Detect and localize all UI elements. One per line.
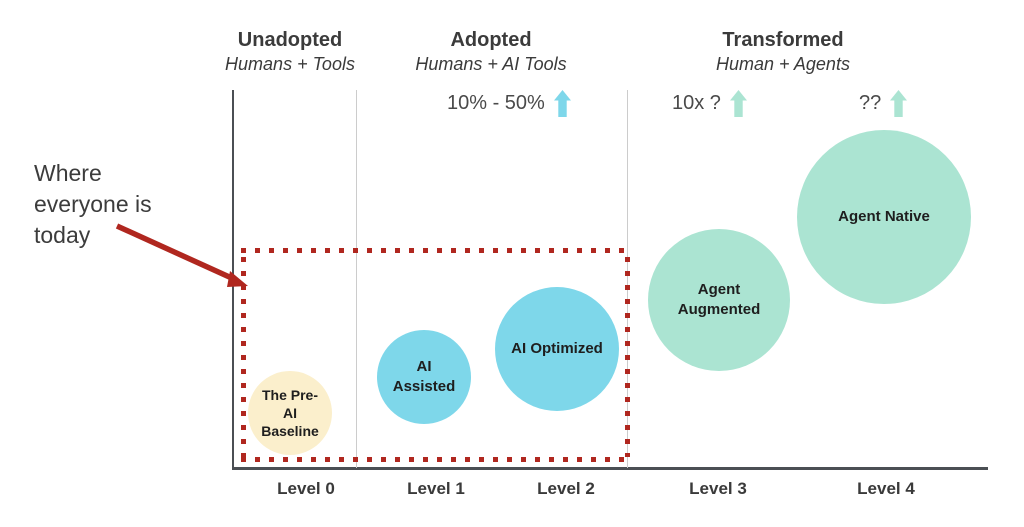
bubble-agent-native: Agent Native bbox=[797, 130, 971, 304]
annotation-arrow-icon bbox=[115, 223, 248, 287]
bubble-pre-ai-baseline: The Pre-AI Baseline bbox=[248, 371, 332, 455]
column-header-transformed: Transformed Human + Agents bbox=[673, 28, 893, 75]
bubble-label: Agent Native bbox=[838, 208, 930, 225]
up-arrow-icon bbox=[729, 89, 747, 117]
bubble-ai-optimized: AI Optimized bbox=[495, 287, 619, 411]
bubble-ai-assisted: AI Assisted bbox=[377, 330, 471, 424]
growth-text: ?? bbox=[859, 91, 882, 114]
growth-text: 10% - 50% bbox=[447, 91, 545, 114]
column-title: Adopted bbox=[450, 29, 532, 51]
column-title: Unadopted bbox=[237, 29, 343, 51]
bubble-label: AI Assisted bbox=[392, 358, 456, 395]
bubble-label: AI Optimized bbox=[511, 340, 603, 357]
up-arrow-icon bbox=[553, 89, 571, 117]
column-header-unadopted: Unadopted Humans + Tools bbox=[180, 28, 400, 75]
x-axis-label-level-2: Level 2 bbox=[537, 479, 595, 498]
bubble-label: Agent Augmented bbox=[677, 281, 761, 318]
dotted-box-edge bbox=[241, 257, 246, 457]
x-axis-line bbox=[232, 467, 988, 470]
up-arrow-icon bbox=[890, 89, 908, 117]
column-divider-line bbox=[356, 90, 357, 468]
bubble-label: The Pre-AI Baseline bbox=[261, 387, 319, 439]
growth-text: 10x ? bbox=[672, 91, 721, 114]
x-axis-label-level-3: Level 3 bbox=[689, 479, 747, 498]
column-subtitle: Humans + Tools bbox=[225, 54, 355, 74]
column-title: Transformed bbox=[722, 29, 844, 51]
annotation-text: Where everyone is today bbox=[34, 160, 152, 248]
today-boundary-dotted-box bbox=[241, 248, 630, 462]
growth-label-adopted: 10% - 50% bbox=[447, 89, 571, 117]
column-subtitle: Human + Agents bbox=[716, 54, 850, 74]
dotted-box-edge bbox=[241, 457, 630, 462]
x-axis-label-level-0: Level 0 bbox=[277, 479, 335, 498]
growth-label-level4: ?? bbox=[859, 89, 908, 117]
column-header-adopted: Adopted Humans + AI Tools bbox=[381, 28, 601, 75]
growth-label-level3: 10x ? bbox=[672, 89, 747, 117]
column-subtitle: Humans + AI Tools bbox=[415, 54, 567, 74]
x-axis-label-level-1: Level 1 bbox=[407, 479, 465, 498]
bubble-agent-augmented: Agent Augmented bbox=[648, 229, 790, 371]
dotted-box-edge bbox=[625, 257, 630, 457]
dotted-box-edge bbox=[241, 248, 630, 253]
x-axis-label-level-4: Level 4 bbox=[857, 479, 915, 498]
